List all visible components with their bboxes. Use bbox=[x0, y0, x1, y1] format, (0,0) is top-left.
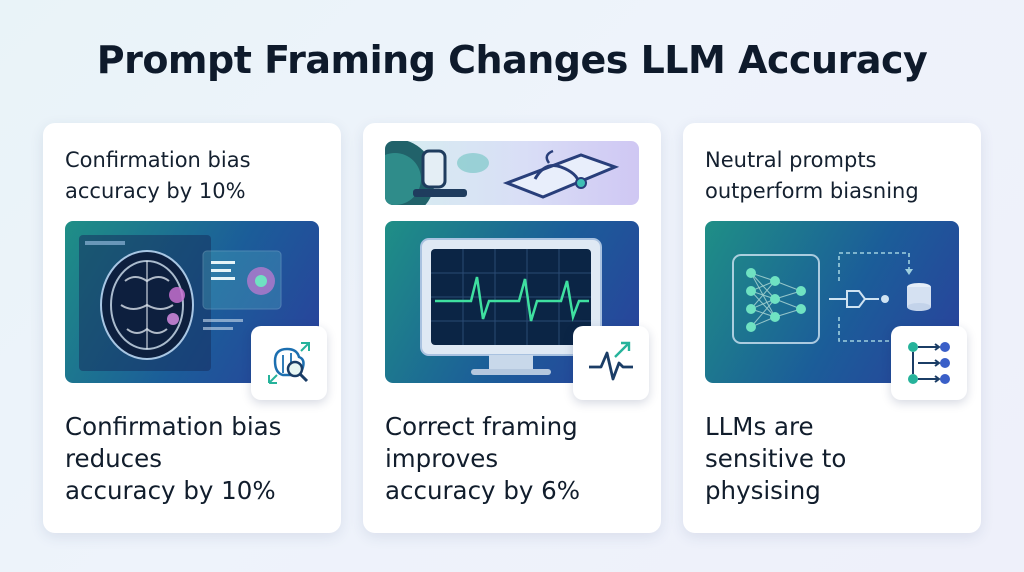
card-heading: Neutral prompts outperform biasning bbox=[705, 148, 919, 203]
card-body-text: Correct framing improves accuracy by 6% bbox=[385, 412, 581, 505]
microscope-and-stethoscope-illustration bbox=[385, 141, 639, 205]
card-neutral-prompts: Neutral prompts outperform biasning bbox=[683, 123, 981, 533]
card-confirmation-bias: Confirmation bias accuracy by 10% bbox=[43, 123, 341, 533]
page-title: Prompt Framing Changes LLM Accuracy bbox=[96, 38, 928, 82]
brain-magnifier-icon bbox=[251, 326, 327, 400]
card-body-text: LLMs are sensitive to physising bbox=[705, 412, 847, 505]
neural-network-flow-illustration bbox=[705, 221, 959, 383]
flowchart-nodes-icon bbox=[891, 326, 967, 400]
card-heading: Confirmation bias accuracy by 10% bbox=[65, 148, 251, 203]
card-body-text: Confirmation bias reduces accuracy by 10… bbox=[65, 412, 282, 505]
pulse-trend-icon bbox=[573, 326, 649, 400]
brain-scan-illustration bbox=[65, 221, 319, 383]
card-correct-framing: Correct framing improves accuracy by 6% bbox=[363, 123, 661, 533]
